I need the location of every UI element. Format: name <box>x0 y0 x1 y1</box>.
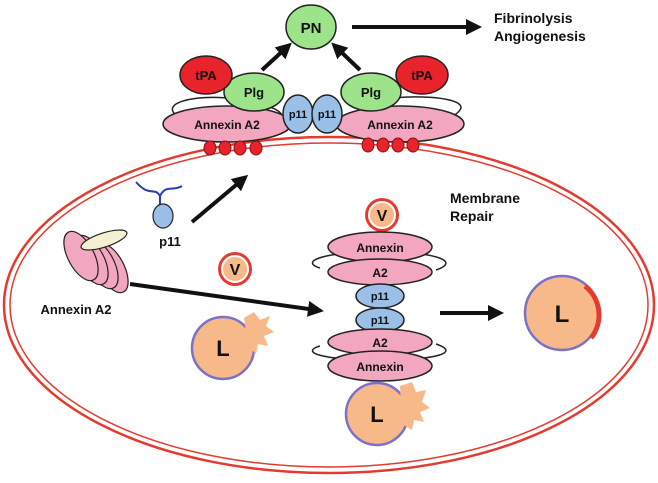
tpa-left-label: tPA <box>195 68 217 83</box>
vesicle-top-label: V <box>377 208 388 225</box>
tpa-right-label: tPA <box>411 68 433 83</box>
free-p11-label: p11 <box>159 234 181 249</box>
angiogenesis-label: Angiogenesis <box>494 28 586 44</box>
vesicle-top: V <box>365 198 399 232</box>
annexin-bottom-label: Annexin <box>356 360 403 374</box>
repair-stack: Annexin A2 p11 p11 A2 Annexin <box>311 231 447 382</box>
p11-bottom-label: p11 <box>371 315 389 327</box>
surface-complex-left: Annexin A2 Plg tPA <box>162 55 292 156</box>
vesicle-left-label: V <box>230 262 241 279</box>
plasmin-node: PN <box>285 4 337 50</box>
tpa-right <box>395 55 449 95</box>
free-annexin-a2 <box>63 229 129 294</box>
vesicle-left: V <box>218 252 252 286</box>
p11-dimer-surface: p11 p11 <box>282 94 343 134</box>
plg-right <box>340 72 402 112</box>
plg-right-label: Plg <box>361 85 381 100</box>
free-annexin-a2-label: Annexin A2 <box>40 302 111 317</box>
p11-surface-right <box>311 94 343 134</box>
p11-top-label: p11 <box>371 291 389 303</box>
lysosome-left: L <box>190 312 274 381</box>
p11-surface-right-label: p11 <box>318 109 336 121</box>
annexin-a2-right-label: Annexin A2 <box>367 118 433 132</box>
lysosome-left-label: L <box>216 336 229 361</box>
plg-left <box>223 72 285 112</box>
a2-bottom-label: A2 <box>372 336 388 350</box>
surface-complex-right: Annexin A2 Plg tPA <box>335 55 465 153</box>
arrow-plg-left-to-pn <box>260 42 292 72</box>
arrow-p11-to-surface <box>190 174 249 224</box>
p11-surface-left-label: p11 <box>289 109 307 121</box>
membrane-anchors-right <box>361 137 420 153</box>
lysosome-bottom-label: L <box>370 402 383 427</box>
lysosome-right-label: L <box>555 301 570 328</box>
arrow-plg-right-to-pn <box>331 42 362 72</box>
membrane-repair-line2: Repair <box>450 208 494 224</box>
fibrinolysis-label: Fibrinolysis <box>494 10 573 26</box>
lysosome-bottom: L <box>344 381 430 447</box>
arrow-to-repair <box>129 282 324 317</box>
annexin-top-label: Annexin <box>356 241 403 255</box>
membrane-anchors-left <box>203 140 263 156</box>
lysosome-right: L <box>523 274 602 352</box>
annexin-bottom <box>327 350 433 382</box>
tpa-left <box>179 55 233 95</box>
free-p11: p11 <box>135 181 183 249</box>
pn-label: PN <box>301 20 322 37</box>
a2-top-label: A2 <box>372 266 388 280</box>
membrane-repair-line1: Membrane <box>450 190 520 206</box>
annexin-a2-left-label: Annexin A2 <box>194 118 260 132</box>
plg-left-label: Plg <box>244 85 264 100</box>
